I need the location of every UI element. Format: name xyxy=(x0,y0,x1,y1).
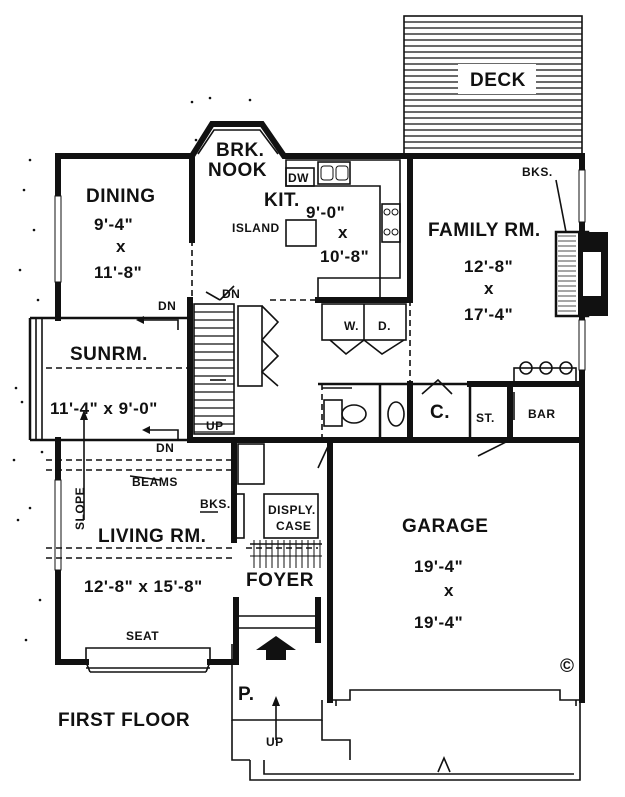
speckle-dot xyxy=(248,98,252,102)
kit-dim-h: 10'-8" xyxy=(320,247,369,266)
up-stair-label: UP xyxy=(206,419,224,433)
speckle-dot xyxy=(208,96,212,100)
stairs xyxy=(193,285,280,539)
disply-label: DISPLY. xyxy=(268,503,316,517)
labels: DECK BRK. NOOK DW KIT. 9'-0" x 10'-8" IS… xyxy=(50,70,575,749)
seat-label: SEAT xyxy=(126,629,159,643)
bks-living-label: BKS. xyxy=(200,497,231,511)
kit-dim-x: x xyxy=(338,223,348,242)
sunrm-dim: 11'-4" x 9'-0" xyxy=(50,399,158,418)
garage-dim-h: 19'-4" xyxy=(414,613,463,632)
up-entry-label: UP xyxy=(266,735,284,749)
dw-label: DW xyxy=(288,171,309,185)
windows xyxy=(54,169,586,571)
copyright-mark: © xyxy=(560,656,575,677)
dining-dim-h: 11'-8" xyxy=(94,263,142,282)
stair-treads xyxy=(194,311,234,433)
speckle-dot xyxy=(16,518,20,522)
deck xyxy=(403,15,583,155)
speckle-dot xyxy=(28,506,32,510)
speckle-dot xyxy=(190,100,194,104)
speckle-dot xyxy=(14,386,18,390)
speckle-dot xyxy=(40,450,44,454)
family-dim-x: x xyxy=(484,279,494,298)
case-label: CASE xyxy=(276,519,311,533)
kit-label: KIT. xyxy=(264,190,300,211)
deck-label: DECK xyxy=(470,70,526,91)
speckle-dot xyxy=(22,188,26,192)
garage-dim-w: 19'-4" xyxy=(414,557,463,576)
speckle-dot xyxy=(36,298,40,302)
foyer-rail xyxy=(250,540,322,568)
porch-label: P. xyxy=(238,684,255,705)
landscape-dots xyxy=(12,96,252,642)
family-label: FAMILY RM. xyxy=(428,220,541,241)
display-case xyxy=(250,493,322,568)
speckle-dot xyxy=(28,158,32,162)
speckle-dot xyxy=(18,268,22,272)
island-label: ISLAND xyxy=(232,221,280,235)
family-dim-h: 17'-4" xyxy=(464,305,513,324)
break-mark xyxy=(437,755,451,773)
washer-label: W. xyxy=(344,319,359,333)
kitchen-counters xyxy=(285,159,401,301)
beams-label: BEAMS xyxy=(132,475,178,489)
living-label: LIVING RM. xyxy=(98,526,206,547)
doors xyxy=(317,387,511,469)
closet-label: C. xyxy=(430,402,450,423)
sunrm-label: SUNRM. xyxy=(70,344,148,365)
garage-dim-x: x xyxy=(444,581,454,600)
dining-dim-w: 9'-4" xyxy=(94,215,133,234)
living-dim: 12'-8" x 15'-8" xyxy=(84,577,203,596)
garage-label: GARAGE xyxy=(402,516,488,537)
fixtures xyxy=(321,303,577,427)
speckle-dot xyxy=(24,638,28,642)
dining-dim-x: x xyxy=(116,237,126,256)
bar-label: BAR xyxy=(528,407,556,421)
bks-leader xyxy=(555,179,567,233)
speckle-dot xyxy=(194,138,198,142)
dn-stair-label: DN xyxy=(222,287,240,301)
arrows xyxy=(80,316,296,740)
foyer-label: FOYER xyxy=(246,570,314,591)
brk-label: BRK. xyxy=(216,140,264,161)
speckle-dot xyxy=(12,458,16,462)
speckle-dot xyxy=(32,228,36,232)
dashed-openings xyxy=(46,240,411,559)
dryer-label: D. xyxy=(378,319,391,333)
nook-label: NOOK xyxy=(208,160,267,181)
bks-family-label: BKS. xyxy=(522,165,553,179)
dining-label: DINING xyxy=(86,186,156,207)
dn-sunrm-label: DN xyxy=(156,441,174,455)
st-label: ST. xyxy=(476,411,495,425)
family-dim-w: 12'-8" xyxy=(464,257,513,276)
nook-bay xyxy=(197,129,279,155)
kit-dim-w: 9'-0" xyxy=(306,203,345,222)
slope-label: SLOPE xyxy=(73,487,87,530)
speckle-dot xyxy=(38,598,42,602)
speckle-dot xyxy=(20,400,24,404)
dn-dining-label: DN xyxy=(158,299,176,313)
floor-title: FIRST FLOOR xyxy=(58,710,190,731)
fireplace-hearth xyxy=(558,235,576,312)
